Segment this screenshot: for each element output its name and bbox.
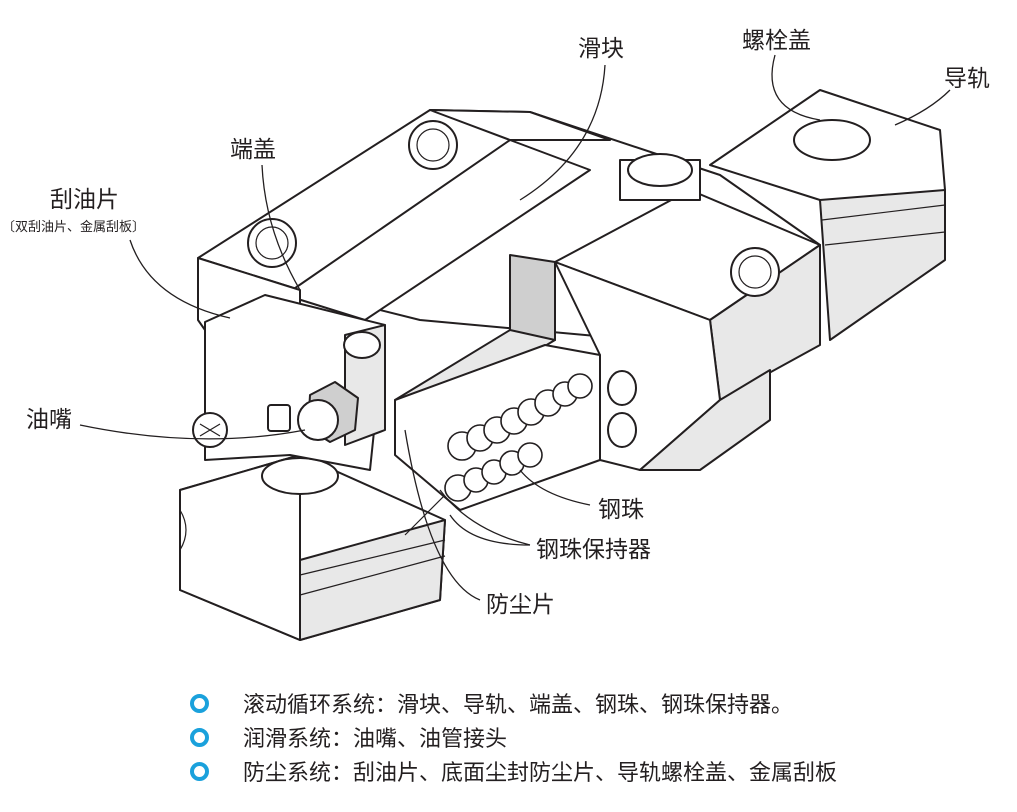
bolt-cap-center (627, 153, 693, 187)
legend-text: 防尘系统：刮油片、底面尘封防尘片、导轨螺栓盖、金属刮板 (243, 761, 838, 786)
legend-item: 防尘系统：刮油片、底面尘封防尘片、导轨螺栓盖、金属刮板 (190, 754, 990, 788)
linear-guide-diagram: 滑块 螺栓盖 导轨 端盖 刮油片 〔双刮油片、金属刮板〕 油嘴 钢珠 钢珠保持器… (2, 28, 990, 641)
rail-front (179, 454, 471, 641)
leader-lines (79, 54, 951, 601)
label-grease-nipple: 油嘴 (26, 407, 72, 433)
label-ball-retainer: 钢珠保持器 (536, 537, 651, 563)
legend-item: 滚动循环系统：滑块、导轨、端盖、钢珠、钢珠保持器。 (190, 686, 990, 720)
thread-hole-2 (247, 218, 297, 268)
label-dust-seal: 防尘片 (486, 592, 555, 618)
legend-text: 滚动循环系统：滑块、导轨、端盖、钢珠、钢珠保持器。 (243, 693, 794, 718)
label-scraper-note: 〔双刮油片、金属刮板〕 (2, 219, 145, 235)
lube-port (343, 331, 381, 359)
label-bolt-cap: 螺栓盖 (742, 28, 811, 54)
label-scraper: 刮油片 (50, 187, 119, 213)
rail-bolt-hole-back (793, 119, 871, 161)
ball-train (394, 344, 601, 511)
end-cap-assembly (192, 294, 386, 471)
thread-hole-3 (730, 247, 780, 297)
system-legend: 滚动循环系统：滑块、导轨、端盖、钢珠、钢珠保持器。 润滑系统：油嘴、油管接头 防… (190, 686, 990, 788)
label-steel-ball: 钢珠 (598, 497, 644, 523)
return-hole-lower (607, 412, 637, 448)
label-slider: 滑块 (578, 36, 624, 62)
bullet-icon (190, 693, 209, 713)
legend-text: 润滑系统：油嘴、油管接头 (243, 727, 508, 752)
label-end-cap: 端盖 (230, 137, 276, 163)
slider-block (197, 109, 821, 471)
bullet-icon (190, 727, 209, 747)
label-rail: 导轨 (944, 66, 990, 92)
legend-item: 润滑系统：油嘴、油管接头 (190, 720, 990, 754)
bullet-icon (190, 761, 209, 781)
return-hole-upper (607, 370, 637, 406)
thread-hole-1 (408, 120, 458, 170)
rail-bolt-hole-front (261, 457, 339, 495)
rail (709, 89, 946, 341)
